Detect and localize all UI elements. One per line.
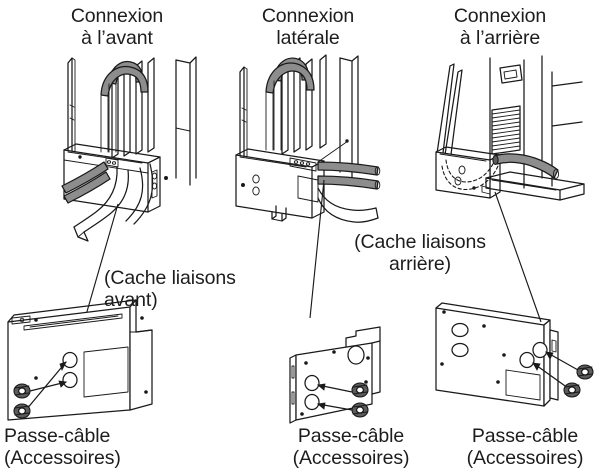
grommet-part bbox=[13, 383, 31, 399]
heading-front-connection: Connexion à l’avant bbox=[70, 5, 164, 49]
unit-rear-connection-drawing bbox=[435, 55, 585, 201]
heading-rear-connection: Connexion à l’arrière bbox=[453, 5, 547, 49]
caption-front-piping-cover: (Cache liaisons avant) bbox=[104, 267, 236, 311]
cover-plate-front-drawing bbox=[7, 299, 153, 421]
leader-side-cover bbox=[309, 179, 325, 319]
heading-side-connection: Connexion latérale bbox=[261, 5, 355, 49]
caption-grommet-rear: Passe-câble (Accessoires) bbox=[466, 425, 584, 469]
unit-side-connection-drawing bbox=[235, 54, 381, 223]
grommet-part bbox=[576, 364, 594, 380]
grommet-part bbox=[563, 382, 581, 398]
cover-plate-side-drawing bbox=[289, 326, 381, 424]
grommet-part bbox=[351, 382, 369, 398]
unit-front-connection-drawing bbox=[61, 56, 197, 242]
caption-grommet-side: Passe-câble (Accessoires) bbox=[292, 425, 410, 469]
caption-grommet-front: Passe-câble (Accessoires) bbox=[4, 425, 121, 469]
cover-plate-rear-drawing bbox=[435, 302, 594, 407]
grommet-part bbox=[13, 403, 31, 419]
caption-rear-piping-cover: (Cache liaisons arrière) bbox=[354, 231, 486, 275]
grommet-part bbox=[351, 402, 369, 418]
